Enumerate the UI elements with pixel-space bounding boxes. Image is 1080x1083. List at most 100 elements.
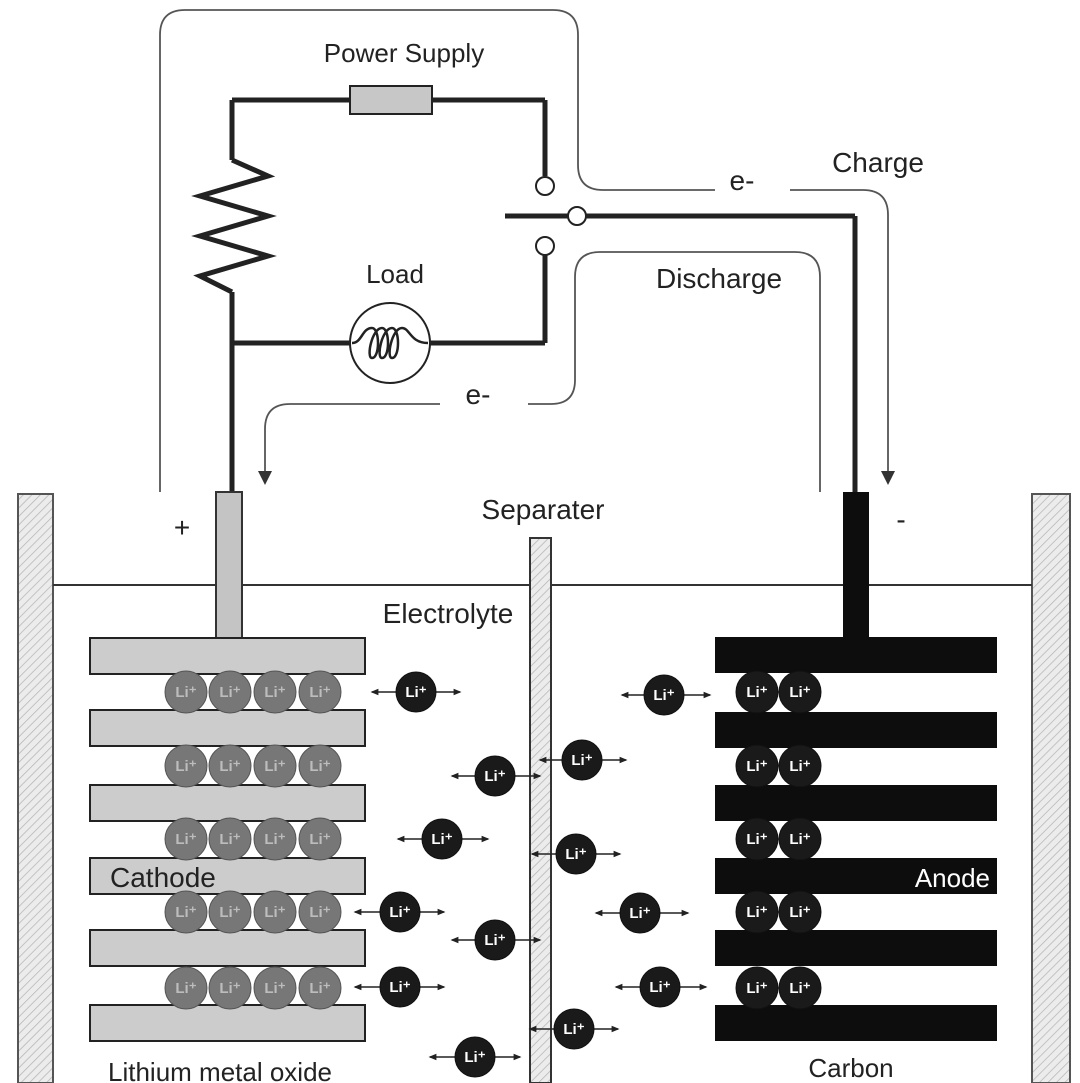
anode-li-ion: Li⁺ bbox=[735, 966, 779, 1010]
svg-text:Li⁺: Li⁺ bbox=[309, 831, 330, 848]
charge-flow-path bbox=[159, 9, 888, 492]
svg-text:Li⁺: Li⁺ bbox=[789, 758, 810, 775]
svg-text:Li⁺: Li⁺ bbox=[309, 904, 330, 921]
svg-text:Li⁺: Li⁺ bbox=[484, 932, 505, 949]
svg-text:Li⁺: Li⁺ bbox=[405, 684, 426, 701]
svg-text:Li⁺: Li⁺ bbox=[264, 831, 285, 848]
free-li-ion: Li⁺ bbox=[643, 674, 685, 716]
svg-text:Li⁺: Li⁺ bbox=[175, 980, 196, 997]
cathode-li-ion: Li⁺ bbox=[253, 966, 297, 1010]
switch-charge-contact bbox=[535, 176, 555, 196]
svg-text:Li⁺: Li⁺ bbox=[175, 684, 196, 701]
anode-plate bbox=[715, 637, 997, 673]
cathode-plate bbox=[89, 857, 366, 895]
cathode-li-ion: Li⁺ bbox=[208, 817, 252, 861]
cathode-plate bbox=[89, 1004, 366, 1042]
switch-pivot bbox=[567, 206, 587, 226]
svg-text:Li⁺: Li⁺ bbox=[219, 684, 240, 701]
free-li-ion: Li⁺ bbox=[619, 892, 661, 934]
cathode-plate bbox=[89, 784, 366, 822]
cathode-li-ion: Li⁺ bbox=[253, 670, 297, 714]
casing-right-wall bbox=[1031, 493, 1071, 1083]
svg-text:Li⁺: Li⁺ bbox=[484, 768, 505, 785]
svg-text:Li⁺: Li⁺ bbox=[746, 831, 767, 848]
svg-text:Li⁺: Li⁺ bbox=[789, 684, 810, 701]
svg-text:Li⁺: Li⁺ bbox=[389, 904, 410, 921]
electrolyte-label: Electrolyte bbox=[383, 598, 514, 629]
separator-label: Separater bbox=[482, 494, 605, 525]
svg-text:Li⁺: Li⁺ bbox=[309, 758, 330, 775]
cathode-li-ion: Li⁺ bbox=[164, 670, 208, 714]
cathode-li-ion: Li⁺ bbox=[298, 670, 342, 714]
switch-discharge-contact bbox=[535, 236, 555, 256]
cathode-li-ion: Li⁺ bbox=[298, 744, 342, 788]
negative-sign: - bbox=[896, 504, 905, 535]
free-li-ion: Li⁺ bbox=[553, 1008, 595, 1050]
cathode-li-ion: Li⁺ bbox=[164, 890, 208, 934]
svg-text:Li⁺: Li⁺ bbox=[309, 684, 330, 701]
svg-text:Li⁺: Li⁺ bbox=[389, 979, 410, 996]
free-li-ion: Li⁺ bbox=[474, 919, 516, 961]
free-li-ion: Li⁺ bbox=[421, 818, 463, 860]
svg-text:Li⁺: Li⁺ bbox=[789, 904, 810, 921]
positive-sign: + bbox=[174, 512, 190, 543]
svg-text:Li⁺: Li⁺ bbox=[746, 904, 767, 921]
svg-text:Li⁺: Li⁺ bbox=[746, 758, 767, 775]
svg-text:Li⁺: Li⁺ bbox=[789, 831, 810, 848]
cathode-label: Cathode bbox=[110, 862, 216, 893]
svg-text:Li⁺: Li⁺ bbox=[219, 904, 240, 921]
svg-text:Li⁺: Li⁺ bbox=[175, 831, 196, 848]
anode-plates bbox=[715, 637, 997, 1041]
svg-text:Li⁺: Li⁺ bbox=[563, 1021, 584, 1038]
free-li-ion: Li⁺ bbox=[395, 671, 437, 713]
svg-text:Li⁺: Li⁺ bbox=[746, 980, 767, 997]
cathode-li-ion: Li⁺ bbox=[253, 890, 297, 934]
cathode-li-ion: Li⁺ bbox=[298, 890, 342, 934]
free-li-ion: Li⁺ bbox=[555, 833, 597, 875]
free-li-ion: Li⁺ bbox=[561, 739, 603, 781]
anode-li-ion: Li⁺ bbox=[735, 744, 779, 788]
anode-material-label: Carbon bbox=[808, 1053, 893, 1083]
svg-text:Li⁺: Li⁺ bbox=[746, 684, 767, 701]
switch-terminals bbox=[535, 176, 587, 256]
free-li-ion: Li⁺ bbox=[454, 1036, 496, 1078]
svg-text:Li⁺: Li⁺ bbox=[653, 687, 674, 704]
cathode-plate bbox=[89, 637, 366, 675]
anode-li-ion: Li⁺ bbox=[778, 670, 822, 714]
cathode-li-ion: Li⁺ bbox=[253, 744, 297, 788]
anode-li-ion: Li⁺ bbox=[735, 890, 779, 934]
free-li-ion: Li⁺ bbox=[639, 966, 681, 1008]
discharge-label: Discharge bbox=[656, 263, 782, 294]
cathode-li-ion: Li⁺ bbox=[164, 744, 208, 788]
anode-plate bbox=[715, 712, 997, 748]
cathode-li-ion: Li⁺ bbox=[208, 670, 252, 714]
cathode-li-ion: Li⁺ bbox=[208, 744, 252, 788]
svg-text:Li⁺: Li⁺ bbox=[431, 831, 452, 848]
anode-plate bbox=[715, 858, 997, 894]
external-circuit bbox=[191, 97, 858, 498]
svg-text:Li⁺: Li⁺ bbox=[219, 831, 240, 848]
separator-membrane bbox=[529, 537, 552, 1083]
svg-text:Li⁺: Li⁺ bbox=[571, 752, 592, 769]
anode-li-ion: Li⁺ bbox=[778, 890, 822, 934]
free-li-ion: Li⁺ bbox=[379, 891, 421, 933]
power-supply-icon bbox=[349, 85, 433, 115]
svg-text:Li⁺: Li⁺ bbox=[175, 904, 196, 921]
svg-text:Li⁺: Li⁺ bbox=[264, 980, 285, 997]
svg-text:Li⁺: Li⁺ bbox=[629, 905, 650, 922]
svg-text:Li⁺: Li⁺ bbox=[219, 980, 240, 997]
svg-text:Li⁺: Li⁺ bbox=[264, 904, 285, 921]
anode-plate bbox=[715, 785, 997, 821]
anode-intercalated-ions: Li⁺Li⁺Li⁺Li⁺Li⁺Li⁺Li⁺Li⁺Li⁺Li⁺ bbox=[735, 670, 822, 1010]
svg-text:Li⁺: Li⁺ bbox=[649, 979, 670, 996]
cathode-material-label: Lithium metal oxide bbox=[108, 1057, 332, 1083]
cathode-plate bbox=[89, 929, 366, 967]
electron-label-bottom: e- bbox=[466, 379, 491, 410]
cathode-li-ion: Li⁺ bbox=[164, 966, 208, 1010]
cathode-li-ion: Li⁺ bbox=[253, 817, 297, 861]
casing-left-wall bbox=[17, 493, 54, 1083]
svg-text:Li⁺: Li⁺ bbox=[565, 846, 586, 863]
positive-terminal bbox=[215, 491, 243, 640]
electrolyte-free-ions: Li⁺ Li⁺ Li⁺ Li⁺ Li⁺ Li⁺ Li⁺ Li⁺ Li⁺ Li⁺ Li⁺ Li⁺ Li⁺ bbox=[353, 671, 712, 1078]
